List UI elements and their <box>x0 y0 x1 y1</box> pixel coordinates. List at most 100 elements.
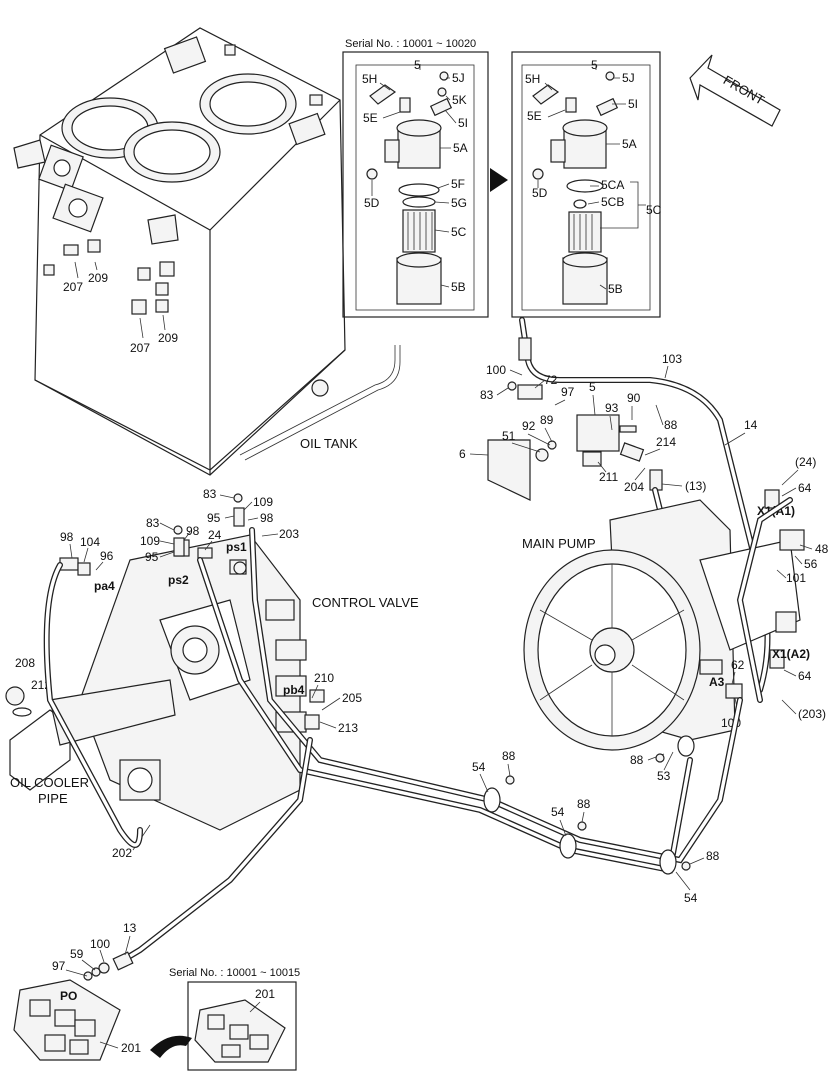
part-label-95: 95 <box>145 550 159 564</box>
part-label-208: 208 <box>15 656 35 670</box>
part-label-13: 13 <box>123 921 137 935</box>
detail-box-a-inner <box>355 64 475 311</box>
transition-arrow <box>490 168 508 192</box>
part-label-201: 201 <box>121 1041 141 1055</box>
part-label-88: 88 <box>664 418 678 432</box>
part-label-109: 109 <box>140 534 160 548</box>
part-label-213: 213 <box>338 721 358 735</box>
part-label-5H: 5H <box>362 72 377 86</box>
part-label-98: 98 <box>260 511 274 525</box>
manifold-variant <box>194 999 286 1063</box>
filter-assembly-b <box>532 71 619 305</box>
control-valve-caption: CONTROL VALVE <box>312 595 419 610</box>
part-label-5D: 5D <box>364 196 380 210</box>
part-label-5I: 5I <box>628 97 638 111</box>
part-label-88: 88 <box>577 797 591 811</box>
part-label-53: 53 <box>657 769 671 783</box>
part-label-5C: 5C <box>646 203 662 217</box>
part-label-88: 88 <box>502 749 516 763</box>
part-label-5C: 5C <box>451 225 467 239</box>
part-label-103: 103 <box>662 352 682 366</box>
part-label-72: 72 <box>544 373 558 387</box>
bottom-hose-fitting <box>83 951 134 981</box>
part-label-203-ref: (203) <box>798 707 826 721</box>
part-label-59: 59 <box>70 947 84 961</box>
part-label-5D: 5D <box>532 186 548 200</box>
part-label-6: 6 <box>459 447 466 461</box>
part-label-211: 211 <box>599 470 618 484</box>
main-pump <box>523 489 805 751</box>
part-label-64: 64 <box>798 481 812 495</box>
part-label-98: 98 <box>60 530 74 544</box>
part-label-214: 214 <box>656 435 676 449</box>
port-label-ps2: ps2 <box>168 573 189 587</box>
part-label-88: 88 <box>706 849 720 863</box>
port-label-a3: A3 <box>709 675 725 689</box>
oil-cooler-caption-line2: PIPE <box>38 791 68 806</box>
part-label-90: 90 <box>627 391 641 405</box>
hose-clamps <box>483 735 695 875</box>
bottom-manifold <box>13 979 121 1061</box>
part-label-5K: 5K <box>452 93 467 107</box>
part-label-92: 92 <box>522 419 536 433</box>
detail-box-b-inner <box>521 64 651 311</box>
part-label-5G: 5G <box>451 196 467 210</box>
part-label-210: 210 <box>314 671 334 685</box>
oil-cooler-pipe <box>5 679 176 791</box>
port-label-x1-a2: X1(A2) <box>772 647 810 661</box>
part-label-89: 89 <box>540 413 554 427</box>
part-label-207: 207 <box>63 280 83 294</box>
part-label-51: 51 <box>502 429 516 443</box>
part-label-101: 101 <box>786 571 806 585</box>
part-label-96: 96 <box>100 549 114 563</box>
part-label-97: 97 <box>561 385 575 399</box>
part-label-5F: 5F <box>451 177 465 191</box>
part-label-5E: 5E <box>527 109 542 123</box>
part-label-5I: 5I <box>458 116 468 130</box>
port-label-po: PO <box>60 989 77 1003</box>
part-label-24-ref: (24) <box>795 455 816 469</box>
part-label-209: 209 <box>88 271 108 285</box>
part-label-5: 5 <box>589 380 596 394</box>
part-label-5A: 5A <box>622 137 637 151</box>
part-label-5B: 5B <box>608 282 623 296</box>
filter-assembly-a <box>366 71 453 305</box>
part-label-5E: 5E <box>363 111 378 125</box>
port-label-ps1: ps1 <box>226 540 247 554</box>
part-label-24: 24 <box>208 528 222 542</box>
part-label-93: 93 <box>605 401 619 415</box>
part-label-109: 109 <box>253 495 273 509</box>
part-label-5B: 5B <box>451 280 466 294</box>
part-label-209: 209 <box>158 331 178 345</box>
detail-box-c <box>187 981 297 1071</box>
part-label-95: 95 <box>207 511 221 525</box>
filter-mount-assembly <box>487 317 771 693</box>
part-label-205: 205 <box>342 691 362 705</box>
oil-cooler-caption-line1: OIL COOLER <box>10 775 89 790</box>
part-label-5CA: 5CA <box>601 178 624 192</box>
part-label-5J: 5J <box>622 71 635 85</box>
part-label-48: 48 <box>815 542 829 556</box>
part-label-83: 83 <box>146 516 160 530</box>
part-label-83: 83 <box>203 487 217 501</box>
part-label-207: 207 <box>130 341 150 355</box>
valve-pilot-fittings <box>59 493 245 576</box>
serial-box-a-caption: Serial No. : 10001 ~ 10020 <box>345 38 476 50</box>
part-label-5: 5 <box>591 58 598 72</box>
part-label-83: 83 <box>480 388 494 402</box>
detail-box-b <box>511 51 661 318</box>
oil-tank-caption: OIL TANK <box>300 436 358 451</box>
oil-tank <box>13 27 401 476</box>
tank-port-ring-center <box>123 121 221 183</box>
part-label-100: 100 <box>486 363 506 377</box>
part-label-5CB: 5CB <box>601 195 624 209</box>
port-label-pa4: pa4 <box>94 579 115 593</box>
part-label-13-ref: (13) <box>685 479 706 493</box>
part-label-88: 88 <box>630 753 644 767</box>
part-label-202: 202 <box>112 846 132 860</box>
part-label-203: 203 <box>279 527 299 541</box>
part-label-201: 201 <box>255 987 275 1001</box>
part-label-100: 100 <box>90 937 110 951</box>
main-pump-caption: MAIN PUMP <box>522 536 596 551</box>
